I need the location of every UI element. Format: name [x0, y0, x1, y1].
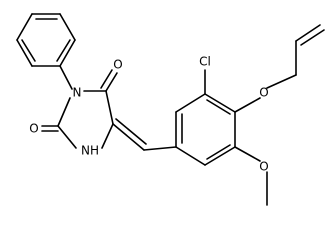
atom-o-methoxy: O — [259, 160, 268, 174]
bond — [16, 13, 33, 41]
bond — [206, 99, 231, 115]
bond — [175, 146, 206, 166]
bond — [57, 125, 77, 149]
bond — [101, 123, 114, 149]
bond — [143, 146, 177, 151]
bond — [59, 13, 76, 41]
bond — [16, 39, 33, 67]
bond — [56, 39, 71, 62]
atom-o-allyl: O — [259, 86, 268, 100]
bond — [300, 29, 325, 46]
molecule-diagram: O N O NH Cl O O — [16, 13, 325, 206]
bond — [112, 123, 145, 151]
bond — [175, 93, 206, 113]
bond — [266, 74, 297, 89]
bond — [115, 118, 147, 145]
benzene-ring — [175, 93, 236, 166]
atom-cl: Cl — [199, 55, 211, 69]
bond — [59, 39, 76, 67]
bond — [105, 72, 118, 92]
bond — [105, 90, 114, 125]
atom-n-imide: N — [73, 86, 82, 100]
bond — [204, 93, 236, 113]
atom-o-left: O — [29, 122, 38, 136]
bond — [295, 24, 321, 42]
bond — [100, 69, 113, 89]
bond — [206, 144, 231, 160]
hydantoin-ring — [41, 69, 118, 149]
bond — [204, 146, 236, 166]
phenyl-ring — [16, 13, 76, 67]
bond — [59, 65, 73, 90]
bond — [21, 39, 36, 62]
bond — [234, 97, 261, 113]
molecule-svg: O N O NH Cl O O — [16, 13, 325, 206]
atom-o-top: O — [113, 58, 122, 72]
atom-nh: NH — [81, 144, 99, 158]
bond — [57, 97, 71, 127]
bond — [234, 146, 261, 162]
